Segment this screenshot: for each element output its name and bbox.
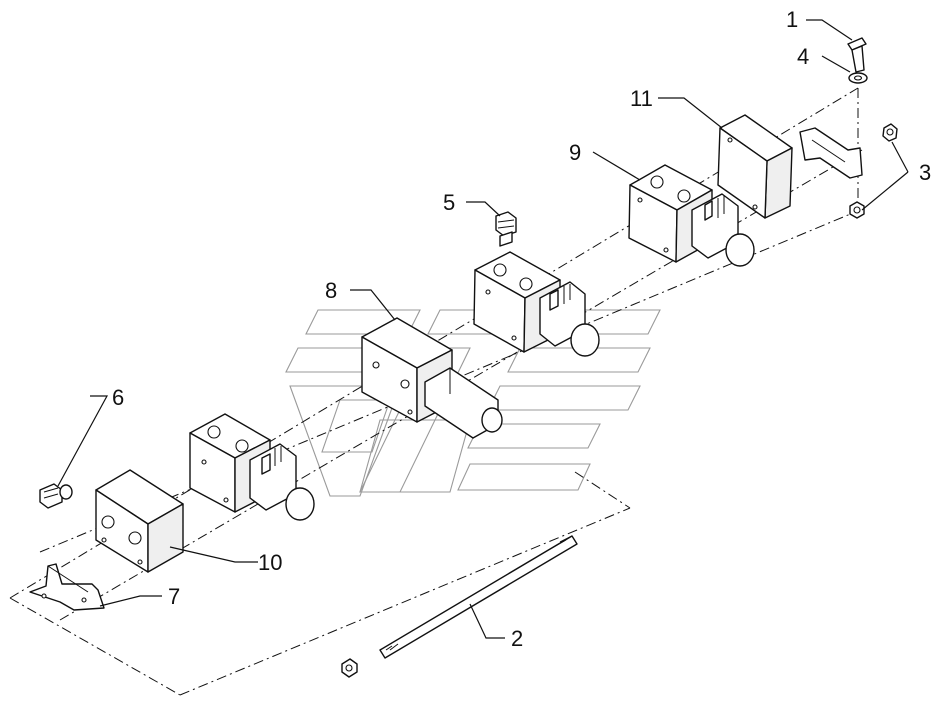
callout-3: 3 — [919, 160, 931, 185]
callout-1: 1 — [786, 7, 798, 32]
part-1-screw — [847, 37, 867, 73]
callout-labels: 1 4 11 9 3 5 8 6 10 7 2 — [112, 7, 931, 651]
callout-4: 4 — [797, 44, 809, 69]
callout-8: 8 — [325, 278, 337, 303]
part-bracket-top — [799, 127, 863, 179]
callout-2: 2 — [511, 626, 523, 651]
callout-10: 10 — [258, 550, 282, 575]
part-6-fitting — [39, 483, 73, 509]
part-8-valve-body — [361, 317, 503, 439]
part-11-cover-plate — [717, 114, 793, 219]
part-3-nuts — [849, 123, 898, 219]
part-4-washer — [848, 72, 868, 84]
part-middle-valve-block — [473, 251, 600, 357]
part-5-fitting — [495, 211, 517, 247]
part-2-tie-rod — [341, 535, 578, 678]
part-10-end-block — [95, 469, 184, 573]
callout-11: 11 — [630, 86, 653, 111]
part-9-valve-block — [628, 164, 755, 267]
callout-5: 5 — [443, 190, 455, 215]
leader-lines — [57, 19, 909, 639]
callout-6: 6 — [112, 385, 124, 410]
part-7-bracket — [29, 563, 105, 611]
callout-9: 9 — [569, 140, 581, 165]
callout-7: 7 — [168, 584, 180, 609]
part-left-valve-block — [189, 413, 315, 521]
